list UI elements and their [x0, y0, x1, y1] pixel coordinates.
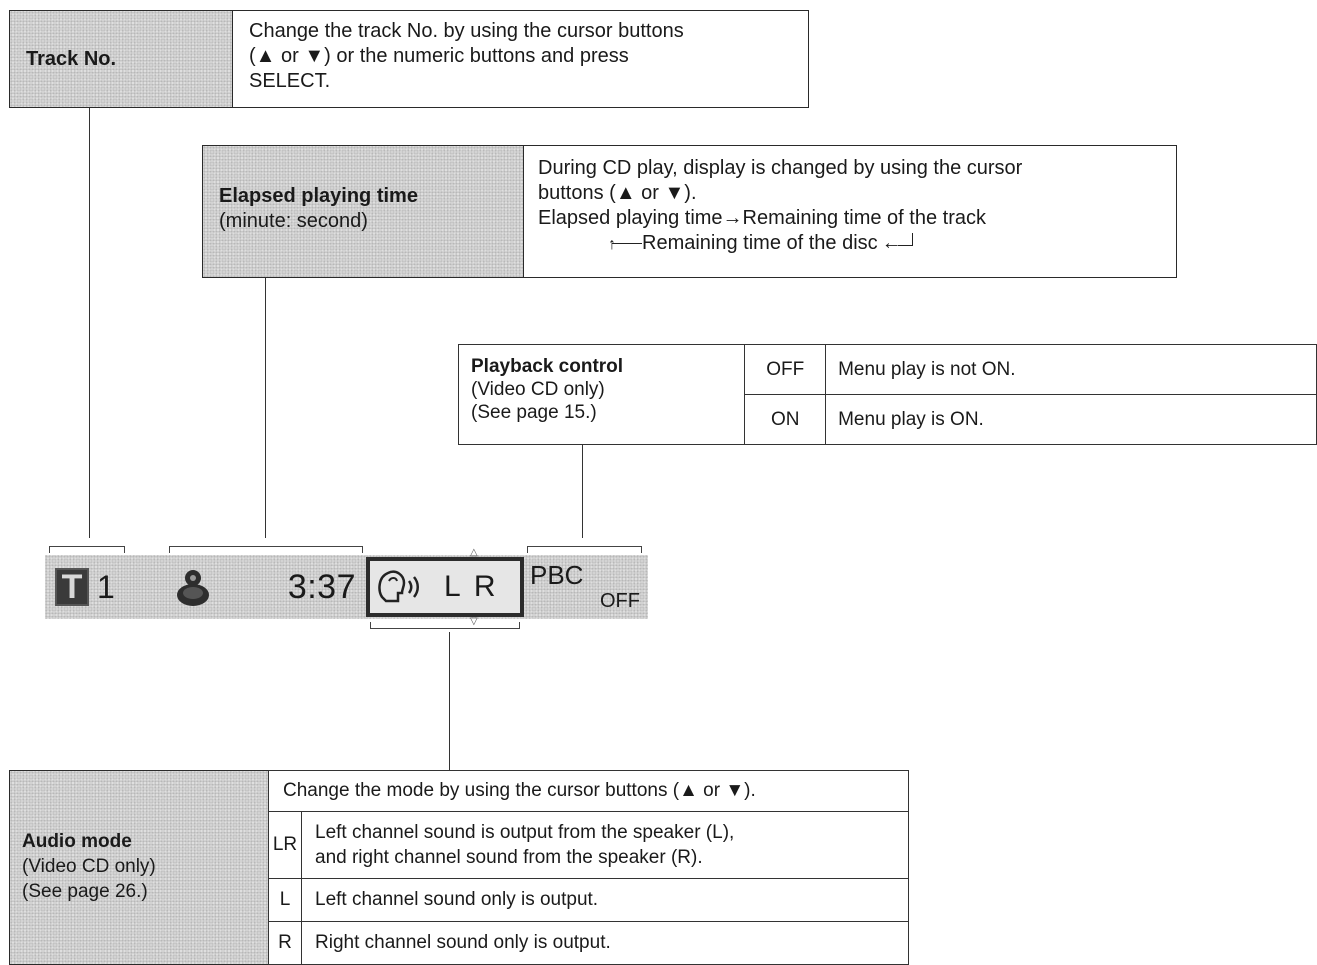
track-number: 1	[97, 568, 115, 605]
cursor-up-marker-icon: △	[470, 547, 478, 558]
display-bar	[45, 555, 648, 619]
track-desc-box: Change the track No. by using the cursor…	[232, 10, 809, 108]
audio-text-lr-2: and right channel sound from the speaker…	[315, 847, 703, 868]
audio-text-lr-cell: Left channel sound is output from the sp…	[301, 811, 909, 879]
audio-text-lr-1: Left channel sound is output from the sp…	[315, 822, 735, 843]
track-desc-line1: Change the track No. by using the cursor…	[249, 20, 684, 42]
elapsed-desc-box: During CD play, display is changed by us…	[523, 145, 1177, 278]
audio-sub2: (See page 26.)	[22, 881, 148, 902]
pbc-text-on: Menu play is ON.	[825, 394, 1317, 445]
audio-mode-r: R	[268, 921, 302, 965]
speaker-head-icon	[378, 570, 419, 603]
pbc-mode-off: OFF	[744, 344, 827, 395]
audio-header: Change the mode by using the cursor butt…	[268, 770, 909, 812]
pbc-segment: PBC OFF	[530, 560, 642, 614]
track-segment: T 1	[55, 560, 125, 614]
track-desc-line2: (▲ or ▼) or the numeric buttons and pres…	[249, 45, 629, 67]
pbc-mode-on: ON	[744, 394, 827, 445]
pbc-connector-line	[582, 444, 583, 538]
audio-label-box: Audio mode (Video CD only) (See page 26.…	[9, 770, 269, 965]
elapsed-desc-line3: Elapsed playing time→Remaining time of t…	[538, 207, 986, 229]
time-bracket	[169, 546, 363, 553]
playback-control-sub2: (See page 15.)	[471, 402, 597, 423]
track-connector-line	[89, 108, 90, 538]
disc-icon	[177, 570, 209, 606]
pbc-label: PBC	[530, 560, 584, 590]
audio-mode-l: L	[268, 878, 302, 922]
audio-sub1: (Video CD only)	[22, 856, 156, 877]
audio-bracket	[370, 622, 520, 629]
pbc-bracket	[527, 546, 642, 553]
track-desc-line3: SELECT.	[249, 70, 331, 92]
audio-connector-line	[449, 632, 450, 770]
elapsed-sublabel: (minute: second)	[219, 210, 368, 232]
elapsed-desc-line4: ↑Remaining time of the disc←	[538, 231, 1176, 257]
playback-control-label-cell: Playback control (Video CD only) (See pa…	[457, 344, 746, 445]
elapsed-connector-line	[265, 278, 266, 538]
audio-label: Audio mode	[22, 831, 132, 852]
audio-text-l: Left channel sound only is output.	[301, 878, 909, 922]
time-segment: 3:37	[170, 560, 360, 614]
elapsed-desc-line1: During CD play, display is changed by us…	[538, 157, 1023, 179]
audio-mode-lr: LR	[268, 811, 302, 879]
track-label: Track No.	[26, 47, 117, 70]
track-t-icon: T	[55, 568, 89, 606]
pbc-text-off: Menu play is not ON.	[825, 344, 1317, 395]
cursor-down-marker-icon: ▽	[470, 616, 478, 627]
playback-control-table: Playback control (Video CD only) (See pa…	[457, 344, 1317, 445]
audio-mode-table: Change the mode by using the cursor butt…	[268, 770, 909, 965]
audio-channels-display: L R	[444, 570, 499, 603]
pbc-state: OFF	[600, 590, 640, 612]
elapsed-label: Elapsed playing time	[219, 185, 418, 207]
playback-control-label: Playback control	[471, 356, 624, 377]
audio-segment: L R △ ▽	[366, 547, 524, 627]
track-bracket	[49, 546, 125, 553]
playback-control-sub1: (Video CD only)	[471, 379, 605, 400]
loop-left-arrow-icon: ←	[881, 232, 902, 254]
loop-up-arrow-icon: ↑	[608, 236, 616, 253]
track-label-box: Track No.	[9, 10, 233, 108]
elapsed-desc-line2: buttons (▲ or ▼).	[538, 182, 697, 204]
elapsed-label-box: Elapsed playing time (minute: second)	[202, 145, 524, 278]
audio-text-r: Right channel sound only is output.	[301, 921, 909, 965]
elapsed-time-display: 3:37	[287, 568, 356, 606]
